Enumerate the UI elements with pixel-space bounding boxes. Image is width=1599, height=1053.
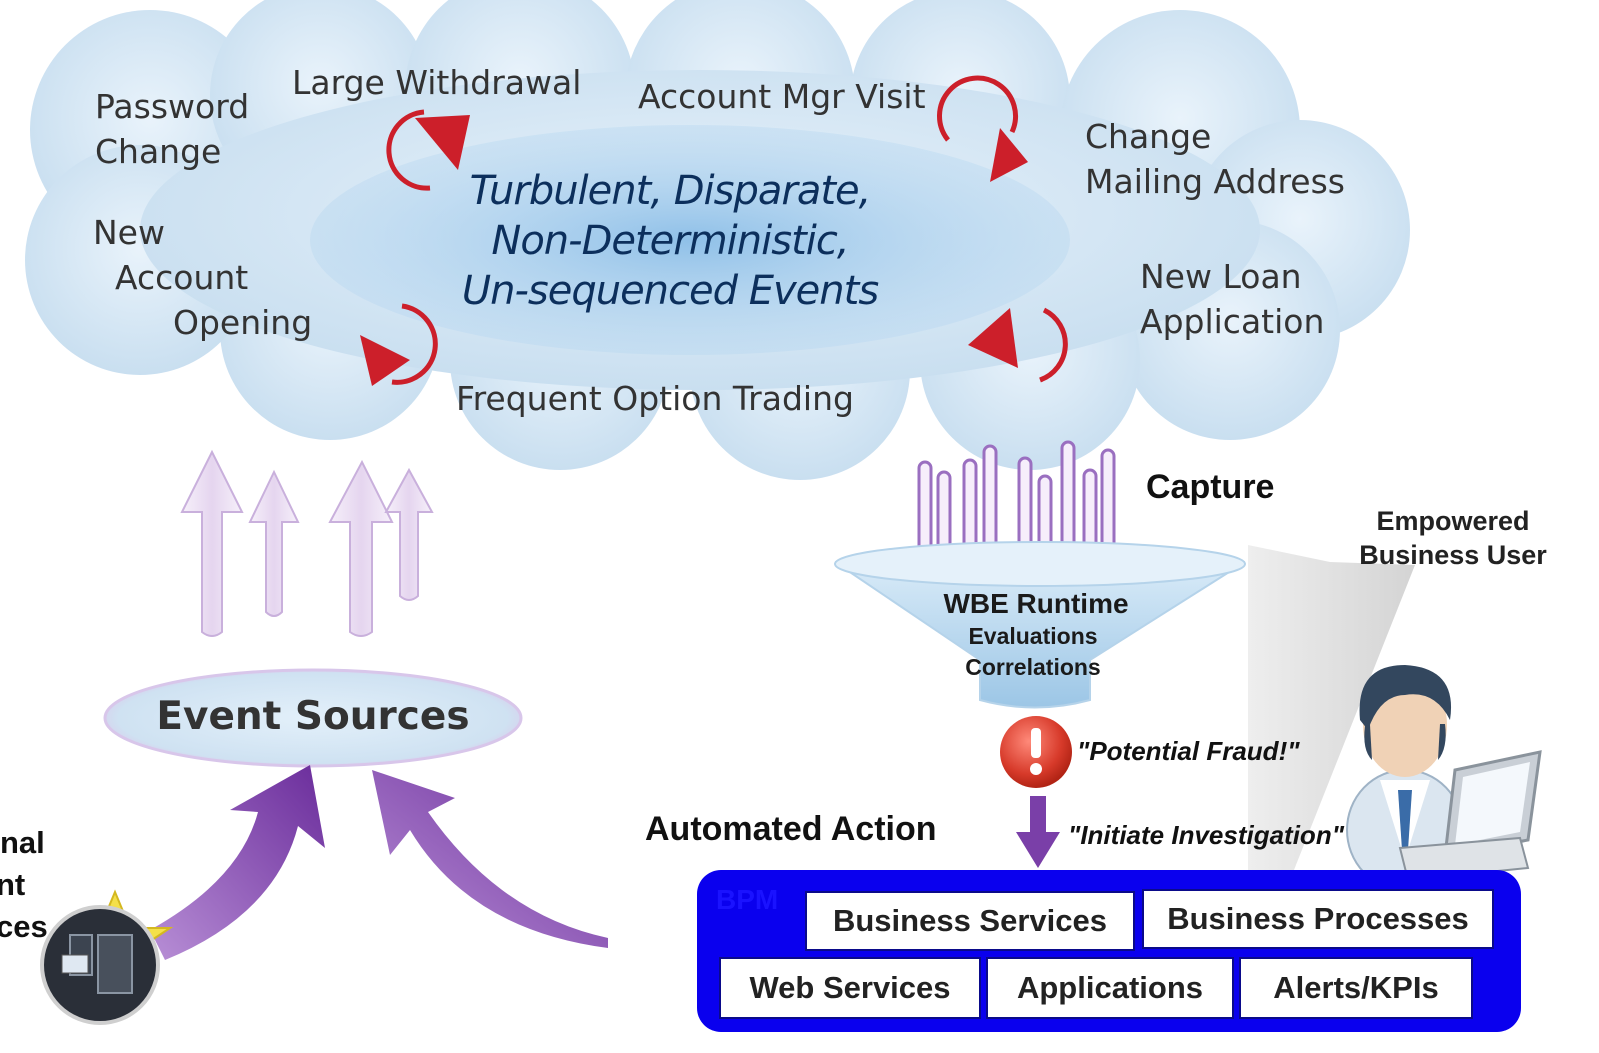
event-label-line: Application xyxy=(1140,302,1325,341)
funnel-lines: Evaluations Correlations xyxy=(928,621,1138,683)
exclamation-icon xyxy=(1000,716,1072,788)
automated-action-label: Automated Action xyxy=(645,810,937,848)
center-title-line: Turbulent, Disparate, xyxy=(469,168,872,214)
center-title-line: Non-Deterministic, xyxy=(491,218,849,264)
cycle-arrow-4 xyxy=(1039,307,1068,383)
cloud-center-title: Turbulent, Disparate, Non-Deterministic,… xyxy=(440,166,900,316)
web-services-box: Web Services xyxy=(719,957,981,1019)
empowered-user-label: Empowered Business User xyxy=(1340,504,1566,572)
event-sources-oval xyxy=(103,668,523,768)
cycle-arrow-2 xyxy=(937,75,1018,142)
funnel-line: Correlations xyxy=(965,654,1101,680)
external-event-sources-label: nal nt ces xyxy=(0,822,48,948)
initiate-investigation-quote: "Initiate Investigation" xyxy=(1068,820,1345,850)
event-frequent-option-trading: Frequent Option Trading xyxy=(456,379,854,418)
event-account-mgr-visit: Account Mgr Visit xyxy=(638,77,926,116)
user-spotlight-beam xyxy=(1248,545,1415,880)
event-label-line: Opening xyxy=(173,303,313,342)
red-cycle-arrows xyxy=(386,75,1068,385)
event-password-change: Password Change xyxy=(95,84,249,174)
cycle-arrow-1 xyxy=(386,109,431,191)
event-label-line: New Loan xyxy=(1140,257,1302,296)
down-arrow xyxy=(1016,796,1060,868)
curved-arrow-left xyxy=(150,765,325,960)
user-label-line: Business User xyxy=(1359,540,1547,570)
funnel-line: Evaluations xyxy=(968,623,1098,649)
event-new-loan-application: New Loan Application xyxy=(1140,254,1324,344)
alerts-kpis-box: Alerts/KPIs xyxy=(1239,957,1473,1019)
event-new-account-opening: New Account Opening xyxy=(93,210,312,345)
funnel-title: WBE Runtime xyxy=(943,588,1129,619)
external-label-fragment: ces xyxy=(0,909,48,944)
applications-box: Applications xyxy=(986,957,1234,1019)
external-source-device-icon xyxy=(40,889,174,1025)
up-arrow-2 xyxy=(248,469,300,617)
business-processes-box: Business Processes xyxy=(1142,889,1494,949)
event-change-mailing-address: Change Mailing Address xyxy=(1085,114,1345,204)
up-arrow-4 xyxy=(384,467,434,601)
event-label-line: Mailing Address xyxy=(1085,162,1345,201)
event-cloud xyxy=(25,0,1410,480)
external-label-fragment: nal xyxy=(0,825,45,860)
wbe-funnel xyxy=(834,541,1246,709)
curved-arrow-right xyxy=(372,770,608,948)
lavender-up-arrows xyxy=(180,449,434,637)
potential-fraud-quote: "Potential Fraud!" xyxy=(1077,736,1300,766)
event-label-line: Account xyxy=(115,258,249,297)
bpm-label: BPM xyxy=(716,884,779,915)
event-sources-label: Event Sources xyxy=(156,694,470,739)
purple-curved-arrows xyxy=(150,765,608,960)
cycle-arrow-3 xyxy=(391,303,438,385)
red-arrow-heads xyxy=(360,115,1028,386)
capture-label: Capture xyxy=(1146,468,1275,506)
event-label-line: New xyxy=(93,213,165,252)
user-label-line: Empowered xyxy=(1376,506,1530,536)
event-label-line: Change xyxy=(95,132,222,171)
event-large-withdrawal: Large Withdrawal xyxy=(292,63,582,102)
event-label-line: Change xyxy=(1085,117,1212,156)
external-label-fragment: nt xyxy=(0,867,26,902)
center-title-line: Un-sequenced Events xyxy=(461,268,879,314)
up-arrow-1 xyxy=(180,449,244,637)
event-label-line: Password xyxy=(95,87,250,126)
laptop-icon xyxy=(1398,750,1542,882)
up-arrow-3 xyxy=(328,459,394,637)
business-services-box: Business Services xyxy=(805,891,1135,951)
